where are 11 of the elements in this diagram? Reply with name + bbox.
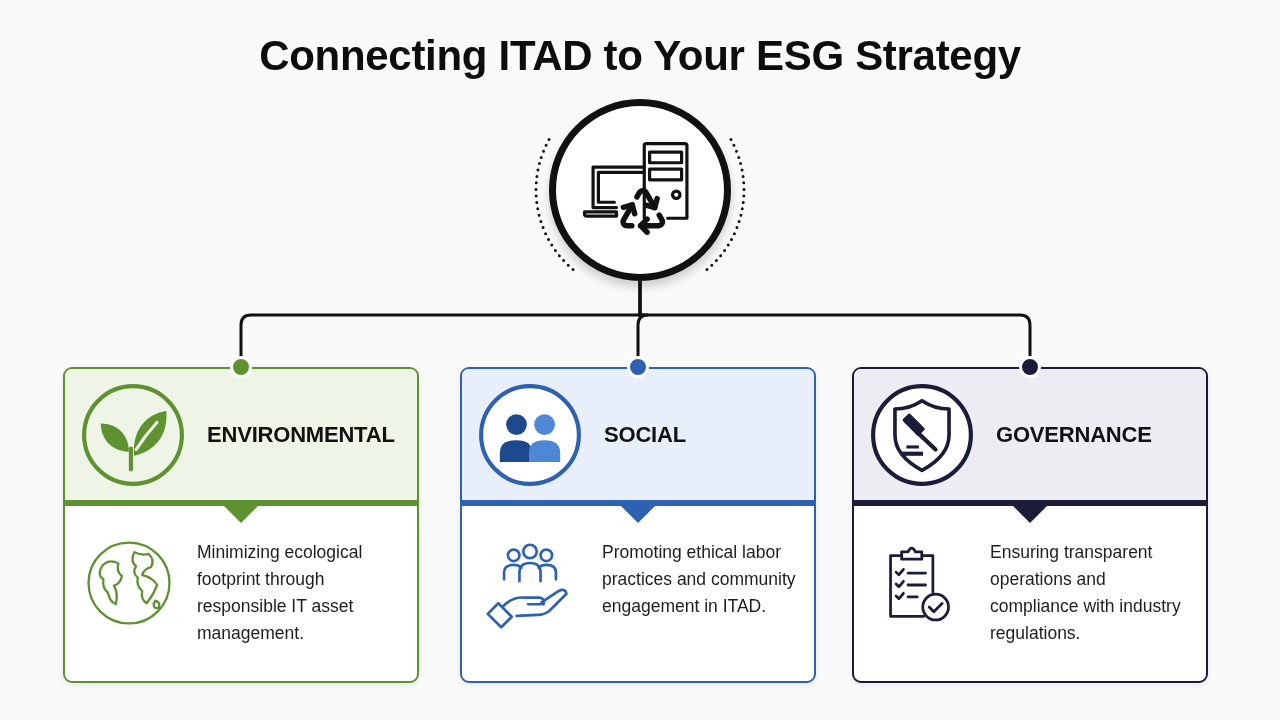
connector-line [638, 281, 1041, 378]
card-description: Ensuring transparent operations and compliance with industry regulations. [990, 541, 1182, 645]
category-card [460, 367, 816, 683]
card-heading: SOCIAL [604, 420, 686, 449]
title: Connecting ITAD to Your ESG Strategy [258, 31, 1022, 81]
category-card [852, 367, 1208, 683]
card-heading: ENVIRONMENTAL [207, 420, 395, 449]
card-description: Promoting ethical labor practices and community engagement in ITAD. [602, 541, 797, 618]
card-heading: GOVERNANCE [996, 420, 1152, 449]
card-description: Minimizing ecological footprint through responsible IT asset management. [197, 541, 364, 645]
category-card [63, 367, 419, 683]
